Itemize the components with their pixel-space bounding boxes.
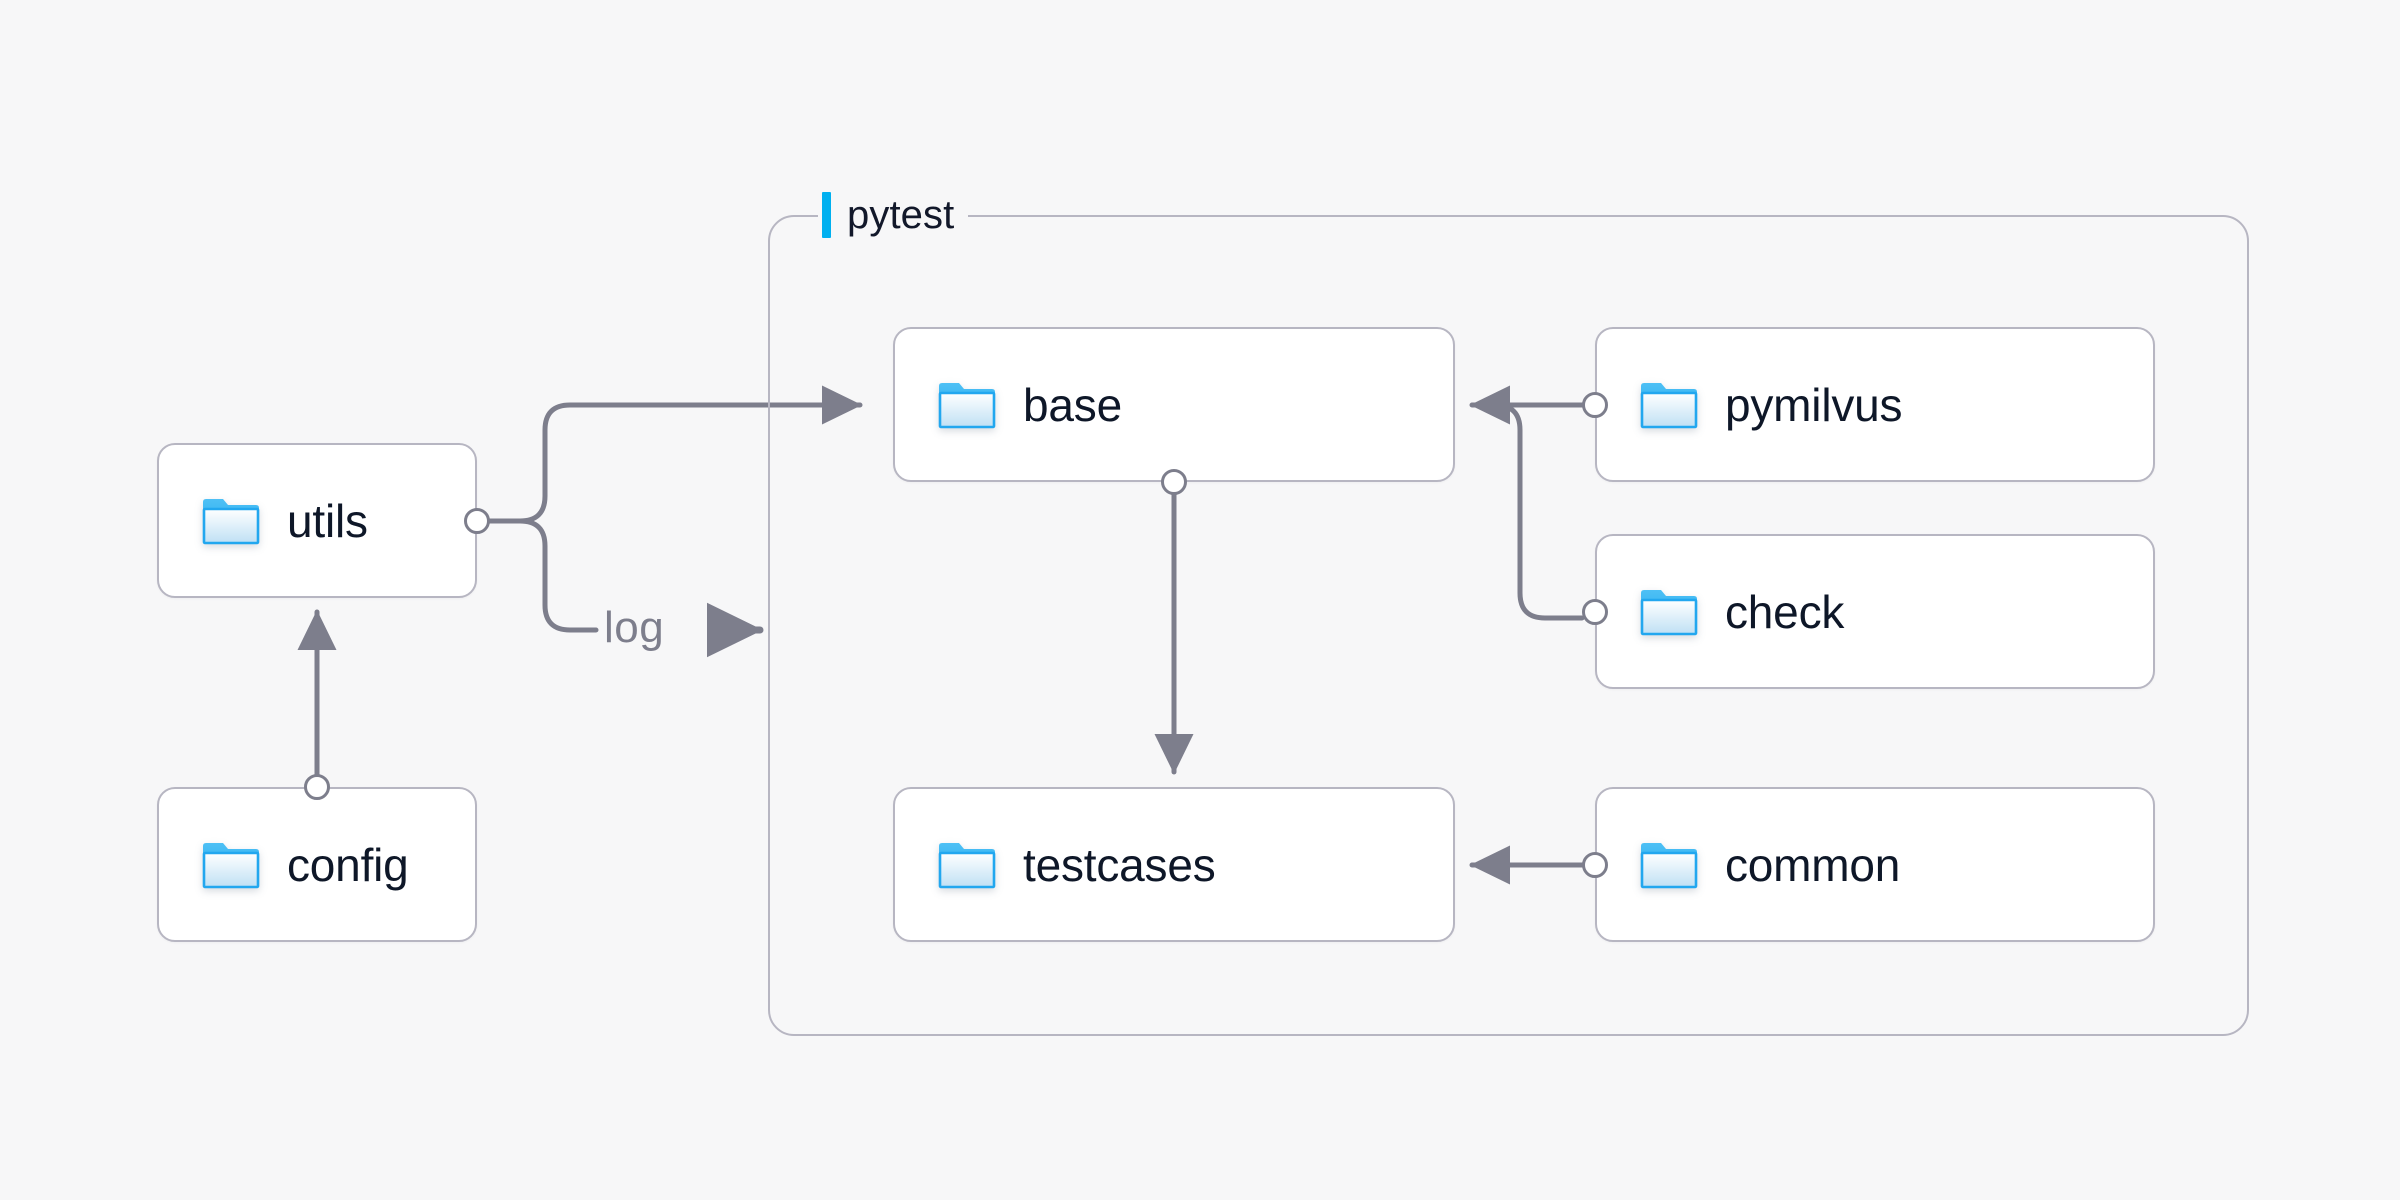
node-label-config: config	[287, 838, 409, 891]
pytest-group-container	[768, 215, 2249, 1036]
node-label-check: check	[1725, 585, 1845, 638]
node-label-common: common	[1725, 838, 1901, 891]
folder-icon	[938, 842, 996, 888]
node-utils[interactable]: utils	[157, 443, 477, 598]
folder-icon	[1640, 382, 1698, 428]
edge-utils-to-log	[487, 518, 599, 633]
port-common-left[interactable]	[1582, 852, 1608, 878]
folder-icon	[202, 498, 260, 544]
node-common[interactable]: common	[1595, 787, 2155, 942]
port-config-top[interactable]	[304, 774, 330, 800]
edge-label-log: log	[604, 606, 664, 650]
vertical-bar-accent-icon	[822, 192, 831, 238]
node-label-testcases: testcases	[1023, 838, 1216, 891]
node-label-pymilvus: pymilvus	[1725, 378, 1903, 431]
edge-label-log-text: log	[604, 603, 665, 652]
pytest-group-label: pytest	[818, 188, 969, 242]
port-utils-right[interactable]	[464, 508, 490, 534]
node-pymilvus[interactable]: pymilvus	[1595, 327, 2155, 482]
node-testcases[interactable]: testcases	[893, 787, 1455, 942]
node-label-base: base	[1023, 378, 1122, 431]
folder-icon	[1640, 842, 1698, 888]
port-pymilvus-left[interactable]	[1582, 392, 1608, 418]
node-base[interactable]: base	[893, 327, 1455, 482]
port-base-bottom[interactable]	[1161, 469, 1187, 495]
node-check[interactable]: check	[1595, 534, 2155, 689]
port-check-left[interactable]	[1582, 599, 1608, 625]
pytest-group-title: pytest	[847, 193, 955, 237]
folder-icon	[202, 842, 260, 888]
node-label-utils: utils	[287, 494, 368, 547]
folder-icon	[938, 382, 996, 428]
node-config[interactable]: config	[157, 787, 477, 942]
folder-icon	[1640, 589, 1698, 635]
